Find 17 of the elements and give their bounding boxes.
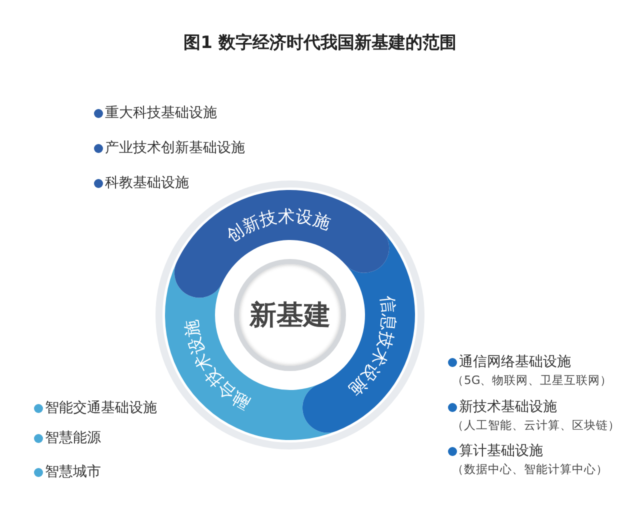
list-item: 科教基础设施 bbox=[105, 174, 189, 192]
list-note: （人工智能、云计算、区块链） bbox=[452, 418, 620, 432]
list-item: 智慧城市 bbox=[45, 463, 101, 481]
list-item: 智慧能源 bbox=[45, 429, 101, 447]
list-item: 产业技术创新基础设施 bbox=[105, 139, 245, 157]
segment-label: 创新技术设施 bbox=[222, 206, 333, 247]
figure-title: 图1 数字经济时代我国新基建的范围 bbox=[182, 32, 458, 54]
list-item: 通信网络基础设施 bbox=[459, 353, 571, 371]
list-item: 新技术基础设施 bbox=[459, 398, 557, 416]
list-note: （5G、物联网、卫星互联网） bbox=[452, 373, 612, 387]
list-note: （数据中心、智能计算中心） bbox=[452, 462, 608, 476]
ring-segment bbox=[174, 190, 390, 298]
segment-label: 信息技术设施 bbox=[344, 294, 398, 399]
list-item: 重大科技基础设施 bbox=[105, 104, 217, 122]
list-item: 智能交通基础设施 bbox=[45, 399, 157, 417]
ring-segment bbox=[302, 231, 415, 433]
list-item: 算计基础设施 bbox=[459, 442, 543, 460]
